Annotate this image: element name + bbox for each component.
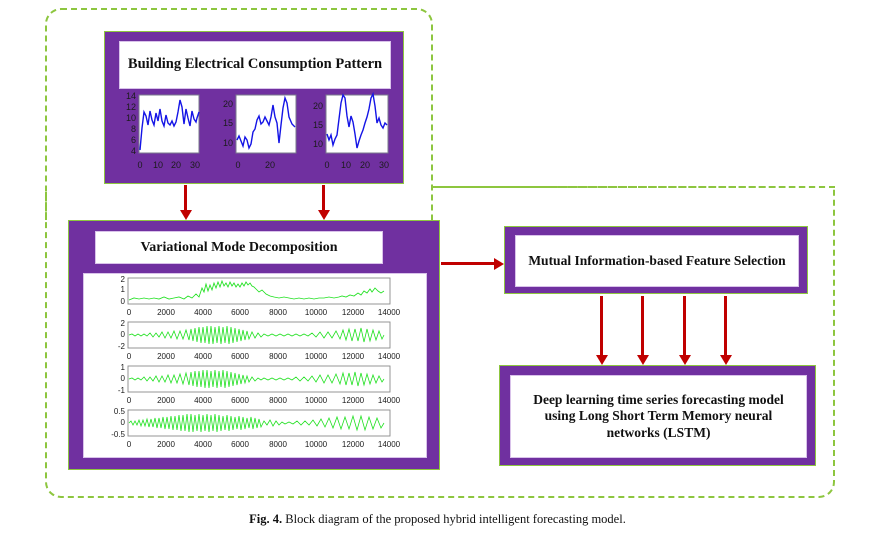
mi-title-card: Mutual Information-based Feature Selecti…	[515, 235, 799, 287]
arrow-pattern-to-vmd-left	[184, 185, 187, 211]
svg-text:8000: 8000	[269, 396, 287, 405]
block-variational-mode-decomposition: Variational Mode Decomposition 2 1 0 0 2…	[68, 220, 440, 470]
figure-caption-label: Fig. 4.	[249, 512, 283, 526]
svg-text:1: 1	[121, 363, 126, 372]
svg-text:0: 0	[121, 297, 126, 306]
svg-text:20: 20	[360, 160, 370, 170]
svg-text:0: 0	[127, 440, 132, 449]
svg-text:6000: 6000	[231, 396, 249, 405]
dashed-region-top-right-edge	[433, 186, 835, 191]
svg-text:30: 30	[379, 160, 389, 170]
mi-title: Mutual Information-based Feature Selecti…	[528, 252, 786, 268]
svg-text:2000: 2000	[157, 396, 175, 405]
svg-text:-2: -2	[118, 342, 126, 351]
arrow-pattern-to-vmd-right	[322, 185, 325, 211]
svg-text:0: 0	[235, 160, 240, 170]
svg-text:8: 8	[131, 124, 136, 134]
svg-text:6000: 6000	[231, 308, 249, 317]
svg-text:0.5: 0.5	[114, 407, 126, 416]
svg-text:15: 15	[313, 120, 323, 130]
vmd-mode-3: 1 0 -1 0 2000 4000 6000 8000 10000 12000…	[118, 363, 401, 405]
svg-text:2000: 2000	[157, 440, 175, 449]
lstm-title: Deep learning time series forecasting mo…	[533, 391, 784, 440]
svg-text:10: 10	[223, 138, 233, 148]
svg-text:10: 10	[126, 113, 136, 123]
svg-text:12: 12	[126, 102, 136, 112]
svg-text:2000: 2000	[157, 352, 175, 361]
svg-text:0: 0	[127, 308, 132, 317]
svg-text:2: 2	[121, 319, 126, 328]
svg-text:0: 0	[127, 396, 132, 405]
svg-text:10: 10	[313, 139, 323, 149]
svg-text:4000: 4000	[194, 352, 212, 361]
svg-text:10: 10	[341, 160, 351, 170]
svg-text:0: 0	[121, 374, 126, 383]
vmd-mode-2: 2 0 -2 0 2000 4000 6000 8000 10000 12000…	[118, 319, 401, 361]
svg-text:-0.5: -0.5	[111, 430, 125, 439]
svg-text:8000: 8000	[269, 352, 287, 361]
consumption-chart-1: 14 12 10 8 6 4 0 10 20 30	[111, 92, 203, 174]
pattern-title: Building Electrical Consumption Pattern	[127, 56, 383, 73]
svg-text:12000: 12000	[342, 440, 365, 449]
arrow-mi-to-lstm-1	[600, 296, 603, 356]
svg-text:10000: 10000	[305, 440, 328, 449]
vmd-plot-card: 2 1 0 0 2000 4000 6000 8000 10000 12000 …	[83, 273, 427, 458]
svg-text:0: 0	[127, 352, 132, 361]
dashed-region-joint-mask	[47, 184, 431, 189]
consumption-chart-2: 20 15 10 0 20	[208, 92, 300, 174]
block-lstm-forecasting-model: Deep learning time series forecasting mo…	[499, 365, 816, 466]
svg-text:14000: 14000	[378, 440, 401, 449]
svg-text:12000: 12000	[342, 352, 365, 361]
svg-text:2000: 2000	[157, 308, 175, 317]
arrow-vmd-to-mi	[441, 262, 494, 265]
svg-text:0: 0	[324, 160, 329, 170]
svg-text:8000: 8000	[269, 440, 287, 449]
figure-caption-text: Block diagram of the proposed hybrid int…	[285, 512, 626, 526]
figure-caption: Fig. 4. Block diagram of the proposed hy…	[0, 512, 875, 527]
svg-text:6: 6	[131, 135, 136, 145]
consumption-chart-3: 20 15 10 0 10 20 30	[298, 92, 398, 174]
svg-text:10000: 10000	[305, 352, 328, 361]
vmd-mode-4: 0.5 0 -0.5 0 2000 4000 6000 8000 10000 1…	[111, 407, 400, 449]
svg-text:10000: 10000	[305, 308, 328, 317]
svg-text:6000: 6000	[231, 352, 249, 361]
svg-text:14: 14	[126, 92, 136, 101]
block-building-consumption-pattern: Building Electrical Consumption Pattern …	[104, 31, 404, 184]
svg-text:14000: 14000	[378, 396, 401, 405]
vmd-mode-1: 2 1 0 0 2000 4000 6000 8000 10000 12000 …	[121, 275, 401, 317]
svg-text:-1: -1	[118, 386, 126, 395]
svg-text:14000: 14000	[378, 308, 401, 317]
vmd-title-card: Variational Mode Decomposition	[95, 231, 383, 264]
svg-text:20: 20	[171, 160, 181, 170]
svg-text:12000: 12000	[342, 308, 365, 317]
vmd-title: Variational Mode Decomposition	[140, 239, 338, 255]
svg-text:4000: 4000	[194, 396, 212, 405]
svg-text:10000: 10000	[305, 396, 328, 405]
svg-text:0: 0	[121, 418, 126, 427]
svg-text:0: 0	[137, 160, 142, 170]
svg-text:1: 1	[121, 285, 126, 294]
svg-text:4000: 4000	[194, 308, 212, 317]
svg-text:30: 30	[190, 160, 200, 170]
block-mutual-information-feature-selection: Mutual Information-based Feature Selecti…	[504, 226, 808, 294]
svg-text:20: 20	[265, 160, 275, 170]
svg-text:20: 20	[313, 101, 323, 111]
svg-text:0: 0	[121, 330, 126, 339]
lstm-title-card: Deep learning time series forecasting mo…	[510, 375, 807, 458]
svg-text:10: 10	[153, 160, 163, 170]
arrow-mi-to-lstm-2	[641, 296, 644, 356]
pattern-title-card: Building Electrical Consumption Pattern	[119, 41, 391, 89]
svg-text:4000: 4000	[194, 440, 212, 449]
svg-text:8000: 8000	[269, 308, 287, 317]
svg-text:4: 4	[131, 146, 136, 156]
arrow-mi-to-lstm-4	[724, 296, 727, 356]
svg-text:12000: 12000	[342, 396, 365, 405]
svg-text:6000: 6000	[231, 440, 249, 449]
svg-text:15: 15	[223, 118, 233, 128]
svg-text:14000: 14000	[378, 352, 401, 361]
svg-text:2: 2	[121, 275, 126, 284]
arrow-mi-to-lstm-3	[683, 296, 686, 356]
svg-text:20: 20	[223, 99, 233, 109]
